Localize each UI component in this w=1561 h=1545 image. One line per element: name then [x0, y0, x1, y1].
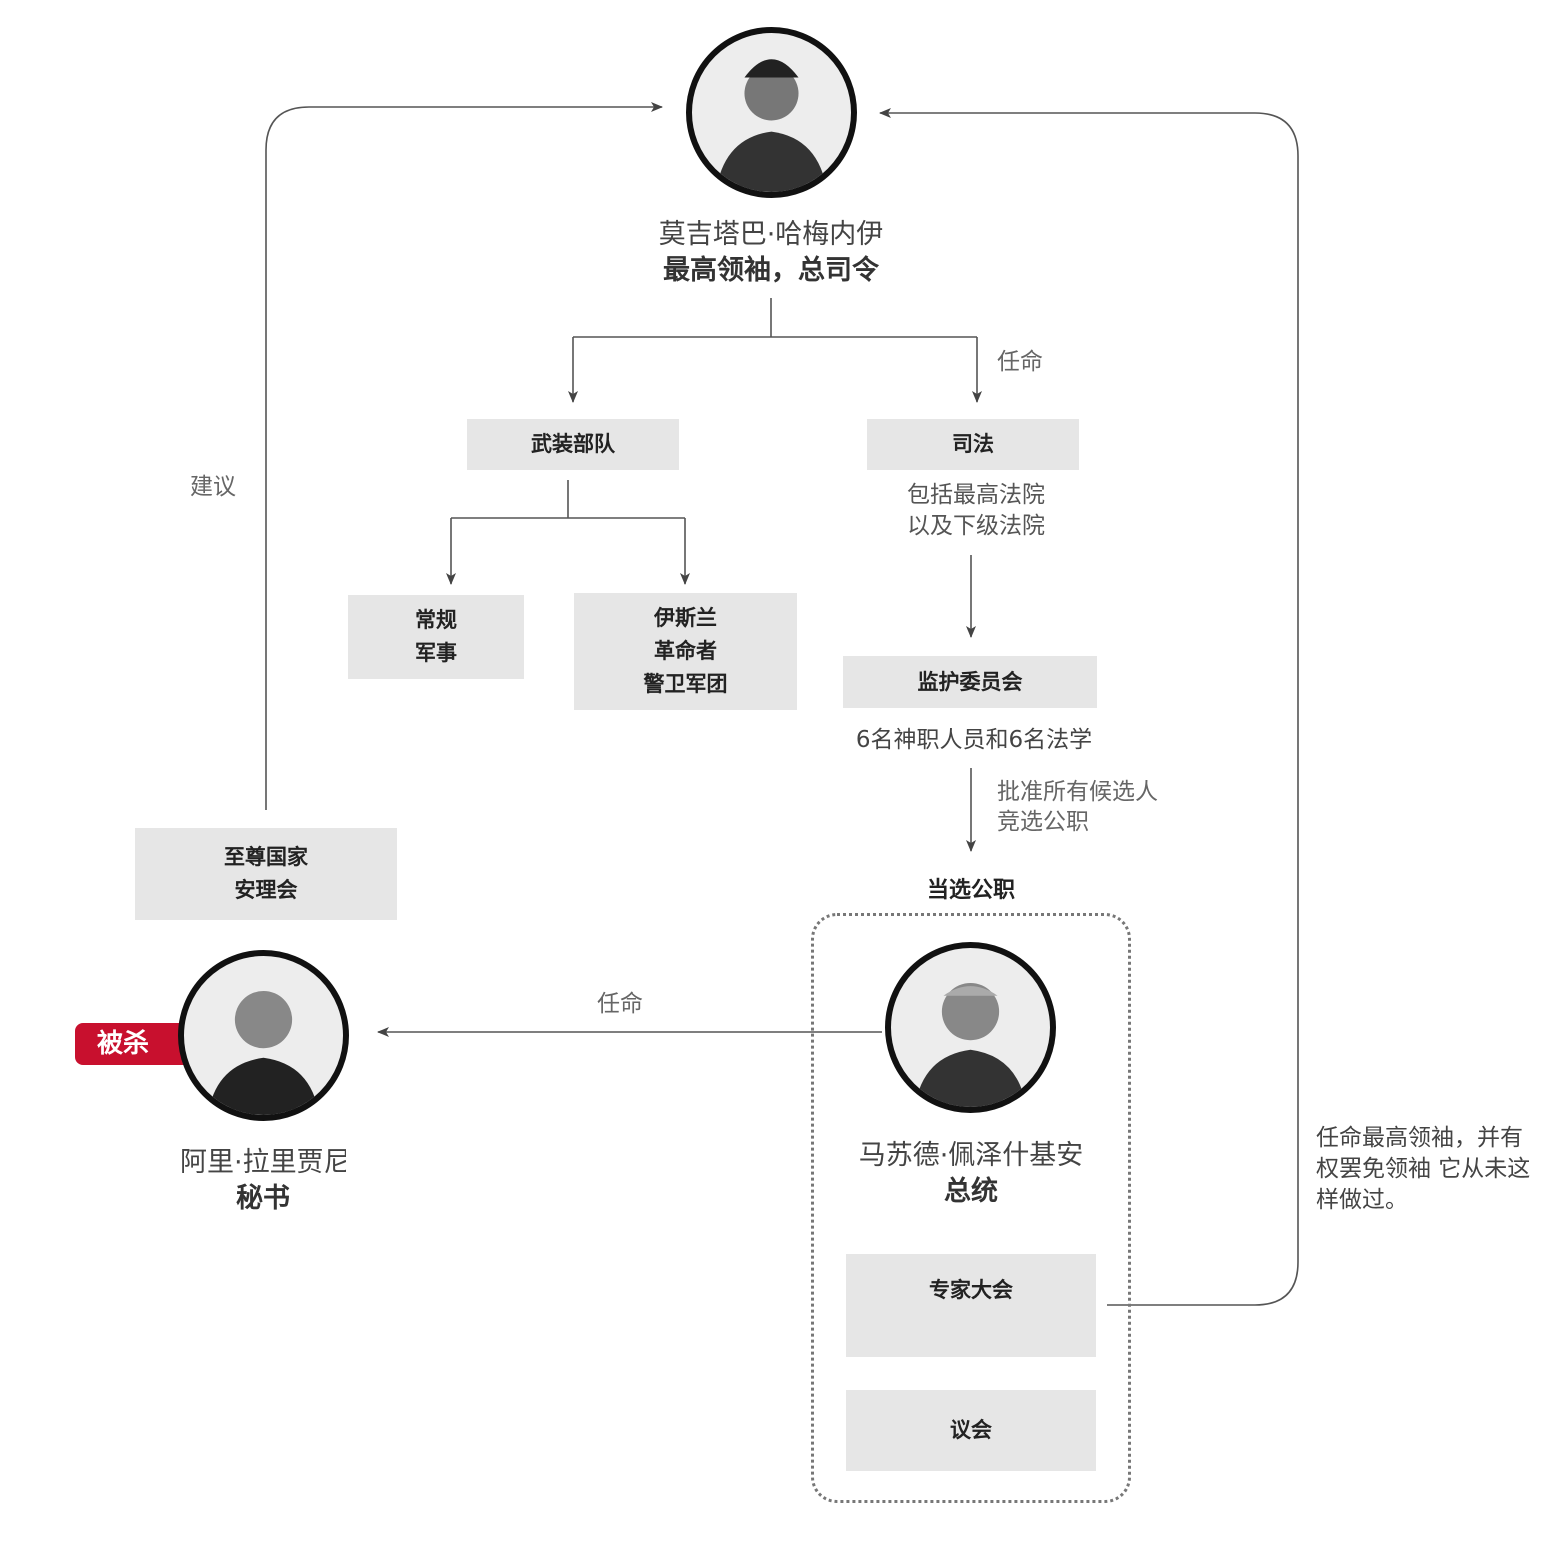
person-icon [207, 990, 320, 1115]
judiciary-desc-line: 以及下级法院 [907, 513, 1045, 539]
armed-forces-box: 武装部队 [467, 419, 679, 470]
box-line: 革命者 [654, 639, 717, 663]
parliament-box: 议会 [846, 1390, 1096, 1471]
president-name: 马苏德·佩泽什基安 [858, 1140, 1084, 1171]
regular-military-box: 常规 军事 [348, 595, 524, 679]
armed-stem [451, 480, 685, 519]
guardian-council-box: 监护委员会 [843, 656, 1097, 708]
elected-offices-group [811, 913, 1131, 1503]
approve-label: 批准所有候选人 竞选公职 [997, 777, 1158, 837]
person-icon [715, 59, 828, 192]
experts-note-line: 权罢免领袖 它从未这 [1316, 1156, 1531, 1182]
experts-note-line: 样做过。 [1316, 1187, 1408, 1213]
leader-name: 莫吉塔巴·哈梅内伊 [658, 219, 884, 250]
irgc-box: 伊斯兰 革命者 警卫军团 [574, 593, 797, 710]
president-title: 总统 [944, 1176, 998, 1207]
judiciary-desc-line: 包括最高法院 [907, 482, 1045, 508]
experts-note: 任命最高领袖，并有 权罢免领袖 它从未这 样做过。 [1316, 1123, 1530, 1216]
experts-note-line: 任命最高领袖，并有 [1316, 1125, 1523, 1151]
guardian-council-desc: 6名神职人员和6名法学 [855, 727, 1093, 753]
box-line: 至尊国家 [224, 845, 308, 869]
appoint-label-top: 任命 [997, 349, 1043, 375]
arrow-experts-leader [879, 108, 1299, 1306]
killed-badge: 被杀 [75, 1023, 187, 1065]
snsc-box: 至尊国家 安理会 [135, 828, 397, 920]
leader-title: 最高领袖，总司令 [663, 255, 879, 286]
secretary-portrait [178, 950, 349, 1121]
secretary-title: 秘书 [236, 1183, 290, 1214]
box-line: 安理会 [234, 878, 298, 902]
judiciary-desc: 包括最高法院 以及下级法院 [907, 480, 1045, 542]
box-line: 伊斯兰 [654, 606, 717, 630]
arrow-snsc-leader [265, 102, 663, 810]
approve-label-line: 竞选公职 [997, 809, 1089, 835]
assembly-of-experts-box: 专家大会 [846, 1254, 1096, 1357]
approve-label-line: 批准所有候选人 [997, 779, 1158, 805]
advise-label: 建议 [190, 474, 236, 500]
judiciary-box: 司法 [867, 419, 1079, 470]
appoint-label-left: 任命 [597, 991, 643, 1017]
box-line: 警卫军团 [643, 672, 728, 696]
box-line: 军事 [415, 641, 457, 665]
secretary-name: 阿里·拉里贾尼 [180, 1147, 346, 1178]
person-icon [914, 982, 1027, 1107]
leader-portrait [686, 27, 857, 198]
box-line: 常规 [415, 608, 457, 632]
elected-offices-label: 当选公职 [926, 878, 1016, 903]
president-portrait [885, 942, 1056, 1113]
